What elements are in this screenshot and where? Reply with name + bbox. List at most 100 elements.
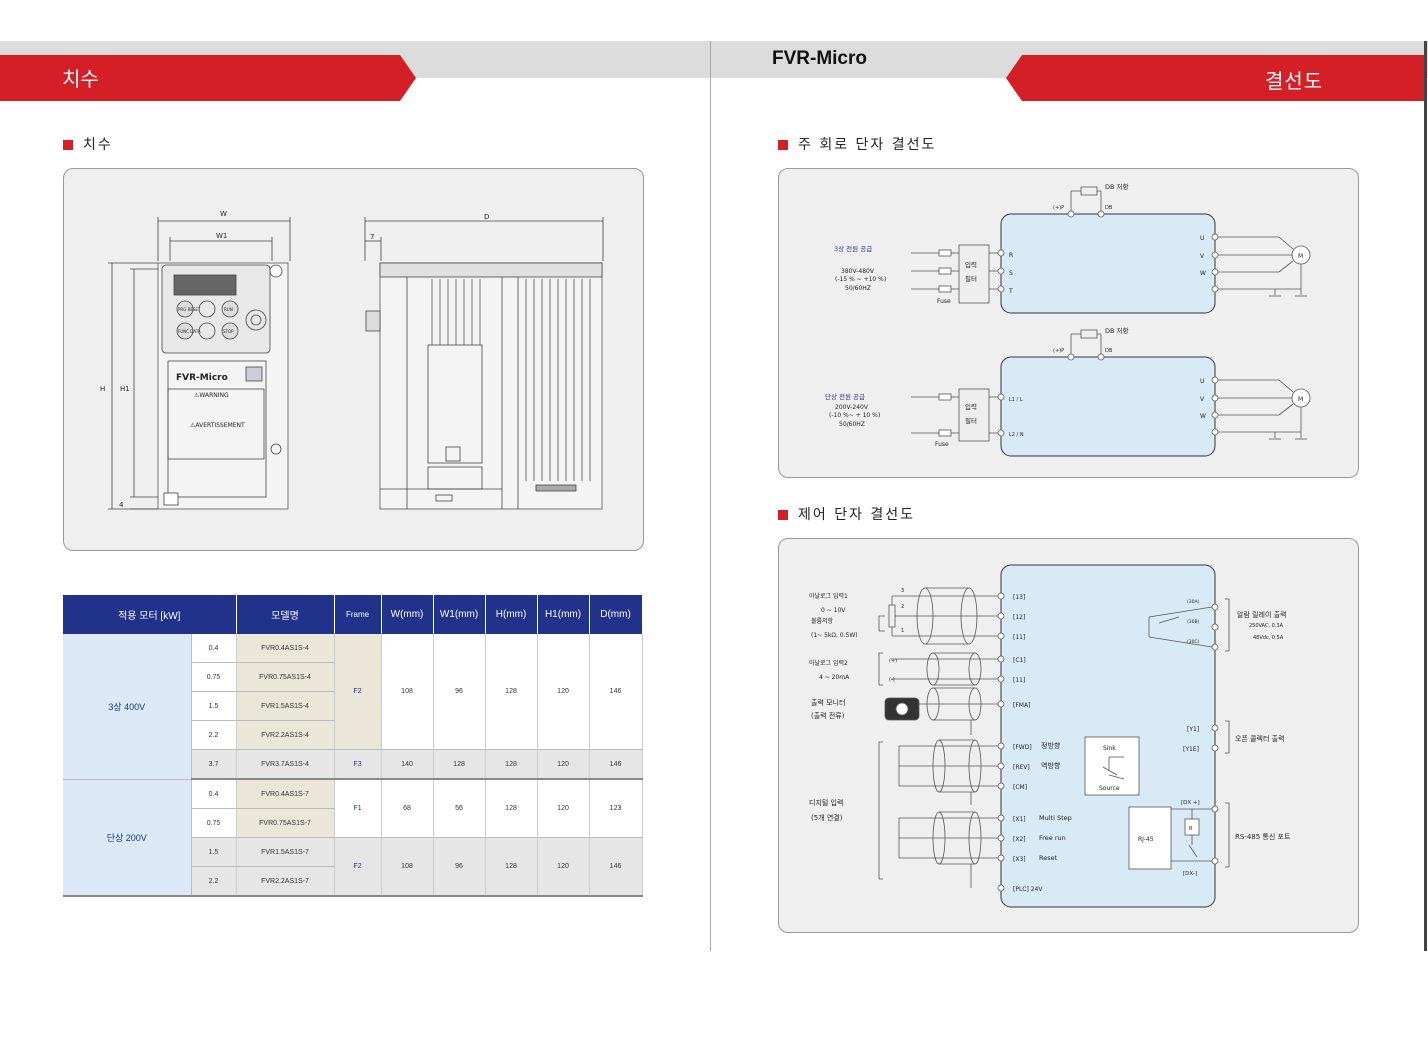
right-header-title: 결선도 [1265, 69, 1324, 93]
x1-label: Multi Step [1039, 814, 1072, 822]
table-row: 2.2 FVR2.2AS1S-4 [63, 720, 642, 750]
db-terminal: DB [1105, 205, 1113, 211]
analog2-minus: (-) [889, 677, 895, 683]
single-phase-title: 단상 전원 공급 [825, 392, 865, 401]
cell-h: 128 [485, 837, 538, 897]
dim-h: H [100, 385, 105, 393]
relay-spec2: 48Vdc, 0.5A [1253, 635, 1284, 641]
section-main-circuit-label: 주 회로 단자 결선도 [798, 137, 937, 153]
pot-pin-3: 3 [901, 588, 904, 594]
group-1phase: 단상 200V [63, 779, 192, 897]
relay-30a: (30A) [1187, 599, 1200, 605]
p-terminal-2: (+)P [1053, 348, 1064, 354]
bullet-square [778, 140, 788, 150]
key-run: RUN [224, 307, 233, 312]
cell-h1: 120 [537, 779, 590, 838]
cell-frame: F2 [334, 634, 382, 750]
cell-w: 108 [381, 837, 434, 897]
warning-label: ⚠WARNING [194, 392, 229, 399]
monitor-title: 출력 모니터 [811, 698, 845, 707]
relay-30c: (30C) [1187, 639, 1200, 645]
analog1-title: 아날로그 입력1 [809, 592, 848, 600]
key-stop: STOP [223, 329, 234, 334]
cell-model: FVR3.7AS1S-4 [236, 749, 335, 780]
rev-label: 역방향 [1041, 761, 1061, 770]
cell-model: FVR0.4AS1S-4 [236, 634, 335, 663]
cell-kw: 1.5 [191, 691, 237, 721]
filter-label-top-2: 입력 [965, 403, 977, 411]
relay-30b: (30B) [1187, 619, 1200, 625]
input-l2: L2 / N [1009, 432, 1024, 438]
pot-pin-1: 1 [901, 628, 904, 634]
r-label: R [1189, 826, 1193, 832]
term-fwd: [FWD] [1013, 744, 1032, 751]
cell-model: FVR2.2AS1S-7 [236, 866, 335, 897]
cell-kw: 1.5 [191, 837, 237, 867]
db-resistor-label-2: DB 저항 [1105, 326, 1129, 335]
cell-w: 108 [381, 634, 434, 750]
cell-d: 146 [589, 749, 643, 780]
control-circuit-panel: 아날로그 입력1 0 ~ 10V 볼륨저항 (1~ 5kΩ, 0.5W) 3 2… [778, 538, 1359, 933]
group-3phase: 3상 400V [63, 634, 192, 780]
single-phase-spec1: 200V-240V [835, 404, 869, 411]
term-11b: [11] [1013, 677, 1025, 684]
output-v: V [1200, 253, 1205, 260]
input-l1: L1 / L [1009, 397, 1023, 403]
dimension-drawing-panel: W W1 D 7 H H1 4 FVR-Micro ⚠WARNING ⚠AVER… [63, 168, 644, 551]
cell-model: FVR2.2AS1S-4 [236, 720, 335, 750]
relay-spec1: 250VAC, 0.3A [1249, 623, 1284, 629]
term-cm: [CM] [1013, 784, 1027, 791]
cell-model: FVR0.75AS1S-7 [236, 808, 335, 838]
control-circuit-diagram: 아날로그 입력1 0 ~ 10V 볼륨저항 (1~ 5kΩ, 0.5W) 3 2… [809, 564, 1291, 908]
section-dimensions: 치수 [63, 134, 113, 154]
dimension-drawing: W W1 D 7 H H1 4 FVR-Micro ⚠WARNING ⚠AVER… [100, 210, 604, 510]
three-phase-title: 3상 전원 공급 [834, 244, 872, 253]
analog2-plus: (+) [889, 658, 897, 664]
cell-d: 146 [589, 634, 643, 750]
term-rev: [REV] [1013, 764, 1030, 771]
source-label: Source [1099, 785, 1120, 792]
table-row: 단상 200V 0.4 FVR0.4AS1S-7 F1 68 56 128 12… [63, 779, 643, 897]
table-row: 2.2 FVR2.2AS1S-7 [63, 866, 642, 897]
dx-plus: [DX +] [1181, 800, 1200, 806]
th-model: 모델명 [236, 595, 335, 634]
left-header-title: 치수 [62, 67, 99, 91]
cell-model: FVR1.5AS1S-7 [236, 837, 335, 867]
dim-h1: H1 [120, 385, 130, 393]
cell-w: 140 [381, 749, 434, 780]
x3-label: Reset [1039, 854, 1058, 862]
cell-h: 128 [485, 749, 538, 780]
table-row: 0.75 FVR0.75AS1S-4 [63, 662, 642, 692]
table-row: 0.75 FVR0.75AS1S-7 [63, 808, 642, 838]
cell-kw: 3.7 [191, 749, 237, 780]
term-fma: [FMA] [1013, 702, 1030, 709]
db-resistor-label: DB 저항 [1105, 182, 1129, 191]
cell-w: 68 [381, 779, 434, 838]
cell-kw: 0.75 [191, 808, 237, 838]
cell-model: FVR1.5AS1S-4 [236, 691, 335, 721]
cell-model: FVR0.75AS1S-4 [236, 662, 335, 692]
fuse-label: Fuse [937, 298, 951, 305]
th-frame: Frame [334, 595, 382, 634]
pot-pin-2: 2 [901, 604, 904, 610]
term-11: [11] [1013, 634, 1025, 641]
cell-kw: 0.4 [191, 634, 237, 663]
digital-title: 디지털 입력 [809, 798, 843, 807]
key-func: FUNC DATA [178, 329, 201, 334]
dx-minus: [DX-] [1183, 871, 1197, 877]
cell-kw: 0.75 [191, 662, 237, 692]
oc-title: 오픈 콜렉터 출력 [1235, 734, 1285, 743]
analog1-range: 0 ~ 10V [821, 607, 846, 614]
three-phase-spec2: (-15 % ~ +10 %) [835, 276, 886, 283]
cell-w1: 56 [433, 779, 486, 838]
cell-w1: 128 [433, 749, 486, 780]
section-dimensions-label: 치수 [83, 137, 113, 153]
dim-7: 7 [370, 233, 374, 241]
three-phase-spec3: 50/60HZ [845, 285, 871, 292]
three-phase-spec1: 380V-480V [841, 268, 875, 275]
th-w1: W1(mm) [433, 595, 486, 634]
th-d: D(mm) [589, 595, 643, 634]
cell-h1: 120 [537, 749, 590, 780]
filter-label-bottom-2: 필터 [965, 416, 977, 425]
output-u-2: U [1200, 378, 1204, 385]
